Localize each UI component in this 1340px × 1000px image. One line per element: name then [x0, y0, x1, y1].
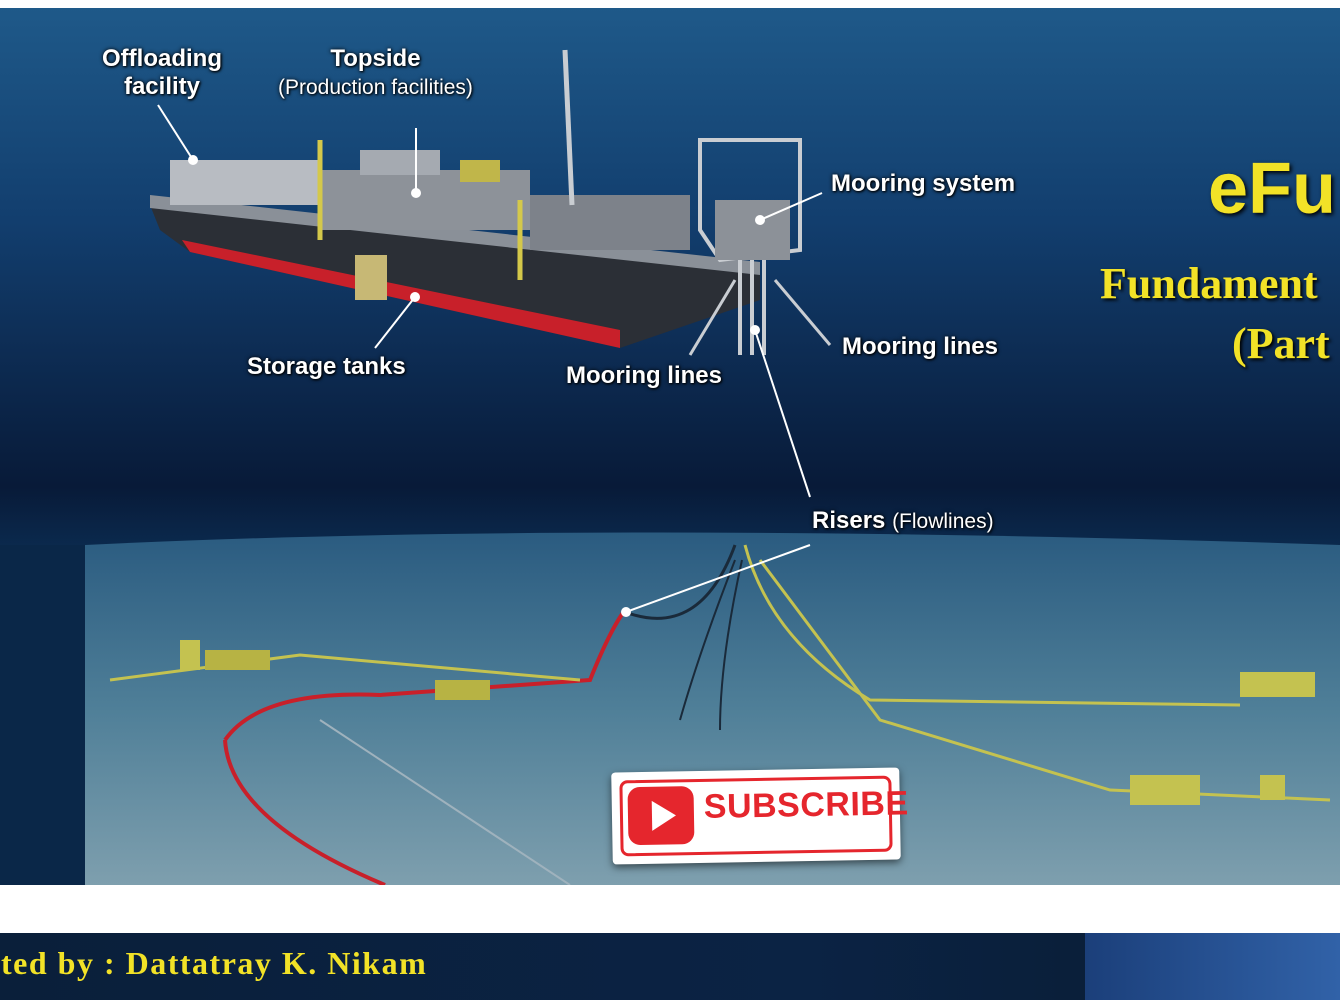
label-risers-sub: (Flowlines) — [892, 510, 994, 533]
label-topside: Topside (Production facilities) — [278, 45, 473, 100]
course-title-line1: Fundament — [1100, 259, 1318, 308]
subscribe-label: SUBSCRIBE — [703, 784, 909, 826]
label-offloading-line1: Offloading — [102, 45, 222, 72]
label-risers: Risers (Flowlines) — [812, 507, 994, 535]
footer-bar: ented by : Dattatray K. Nikam — [0, 933, 1340, 1000]
label-mooring-system: Mooring system — [831, 170, 1016, 197]
label-offloading-facility: Offloading facility — [102, 45, 222, 100]
label-topside-sub: (Production facilities) — [278, 75, 473, 99]
label-topside-title: Topside — [330, 45, 421, 72]
brand-title: eFu — [1208, 149, 1337, 229]
play-icon — [627, 786, 695, 846]
fpso-scene-illustration — [0, 0, 1340, 885]
label-storage-tanks: Storage tanks — [247, 353, 406, 380]
label-risers-title: Risers — [812, 507, 886, 534]
presenter-credit: ented by : Dattatray K. Nikam — [0, 945, 428, 981]
label-offloading-line2: facility — [123, 72, 200, 100]
subscribe-button[interactable]: SUBSCRIBE — [611, 767, 909, 865]
label-mooring-lines-right: Mooring lines — [842, 333, 998, 360]
label-mooring-lines-center: Mooring lines — [566, 362, 722, 389]
footer-accent — [1085, 933, 1340, 1000]
course-title-line2: (Part — [1232, 319, 1330, 368]
